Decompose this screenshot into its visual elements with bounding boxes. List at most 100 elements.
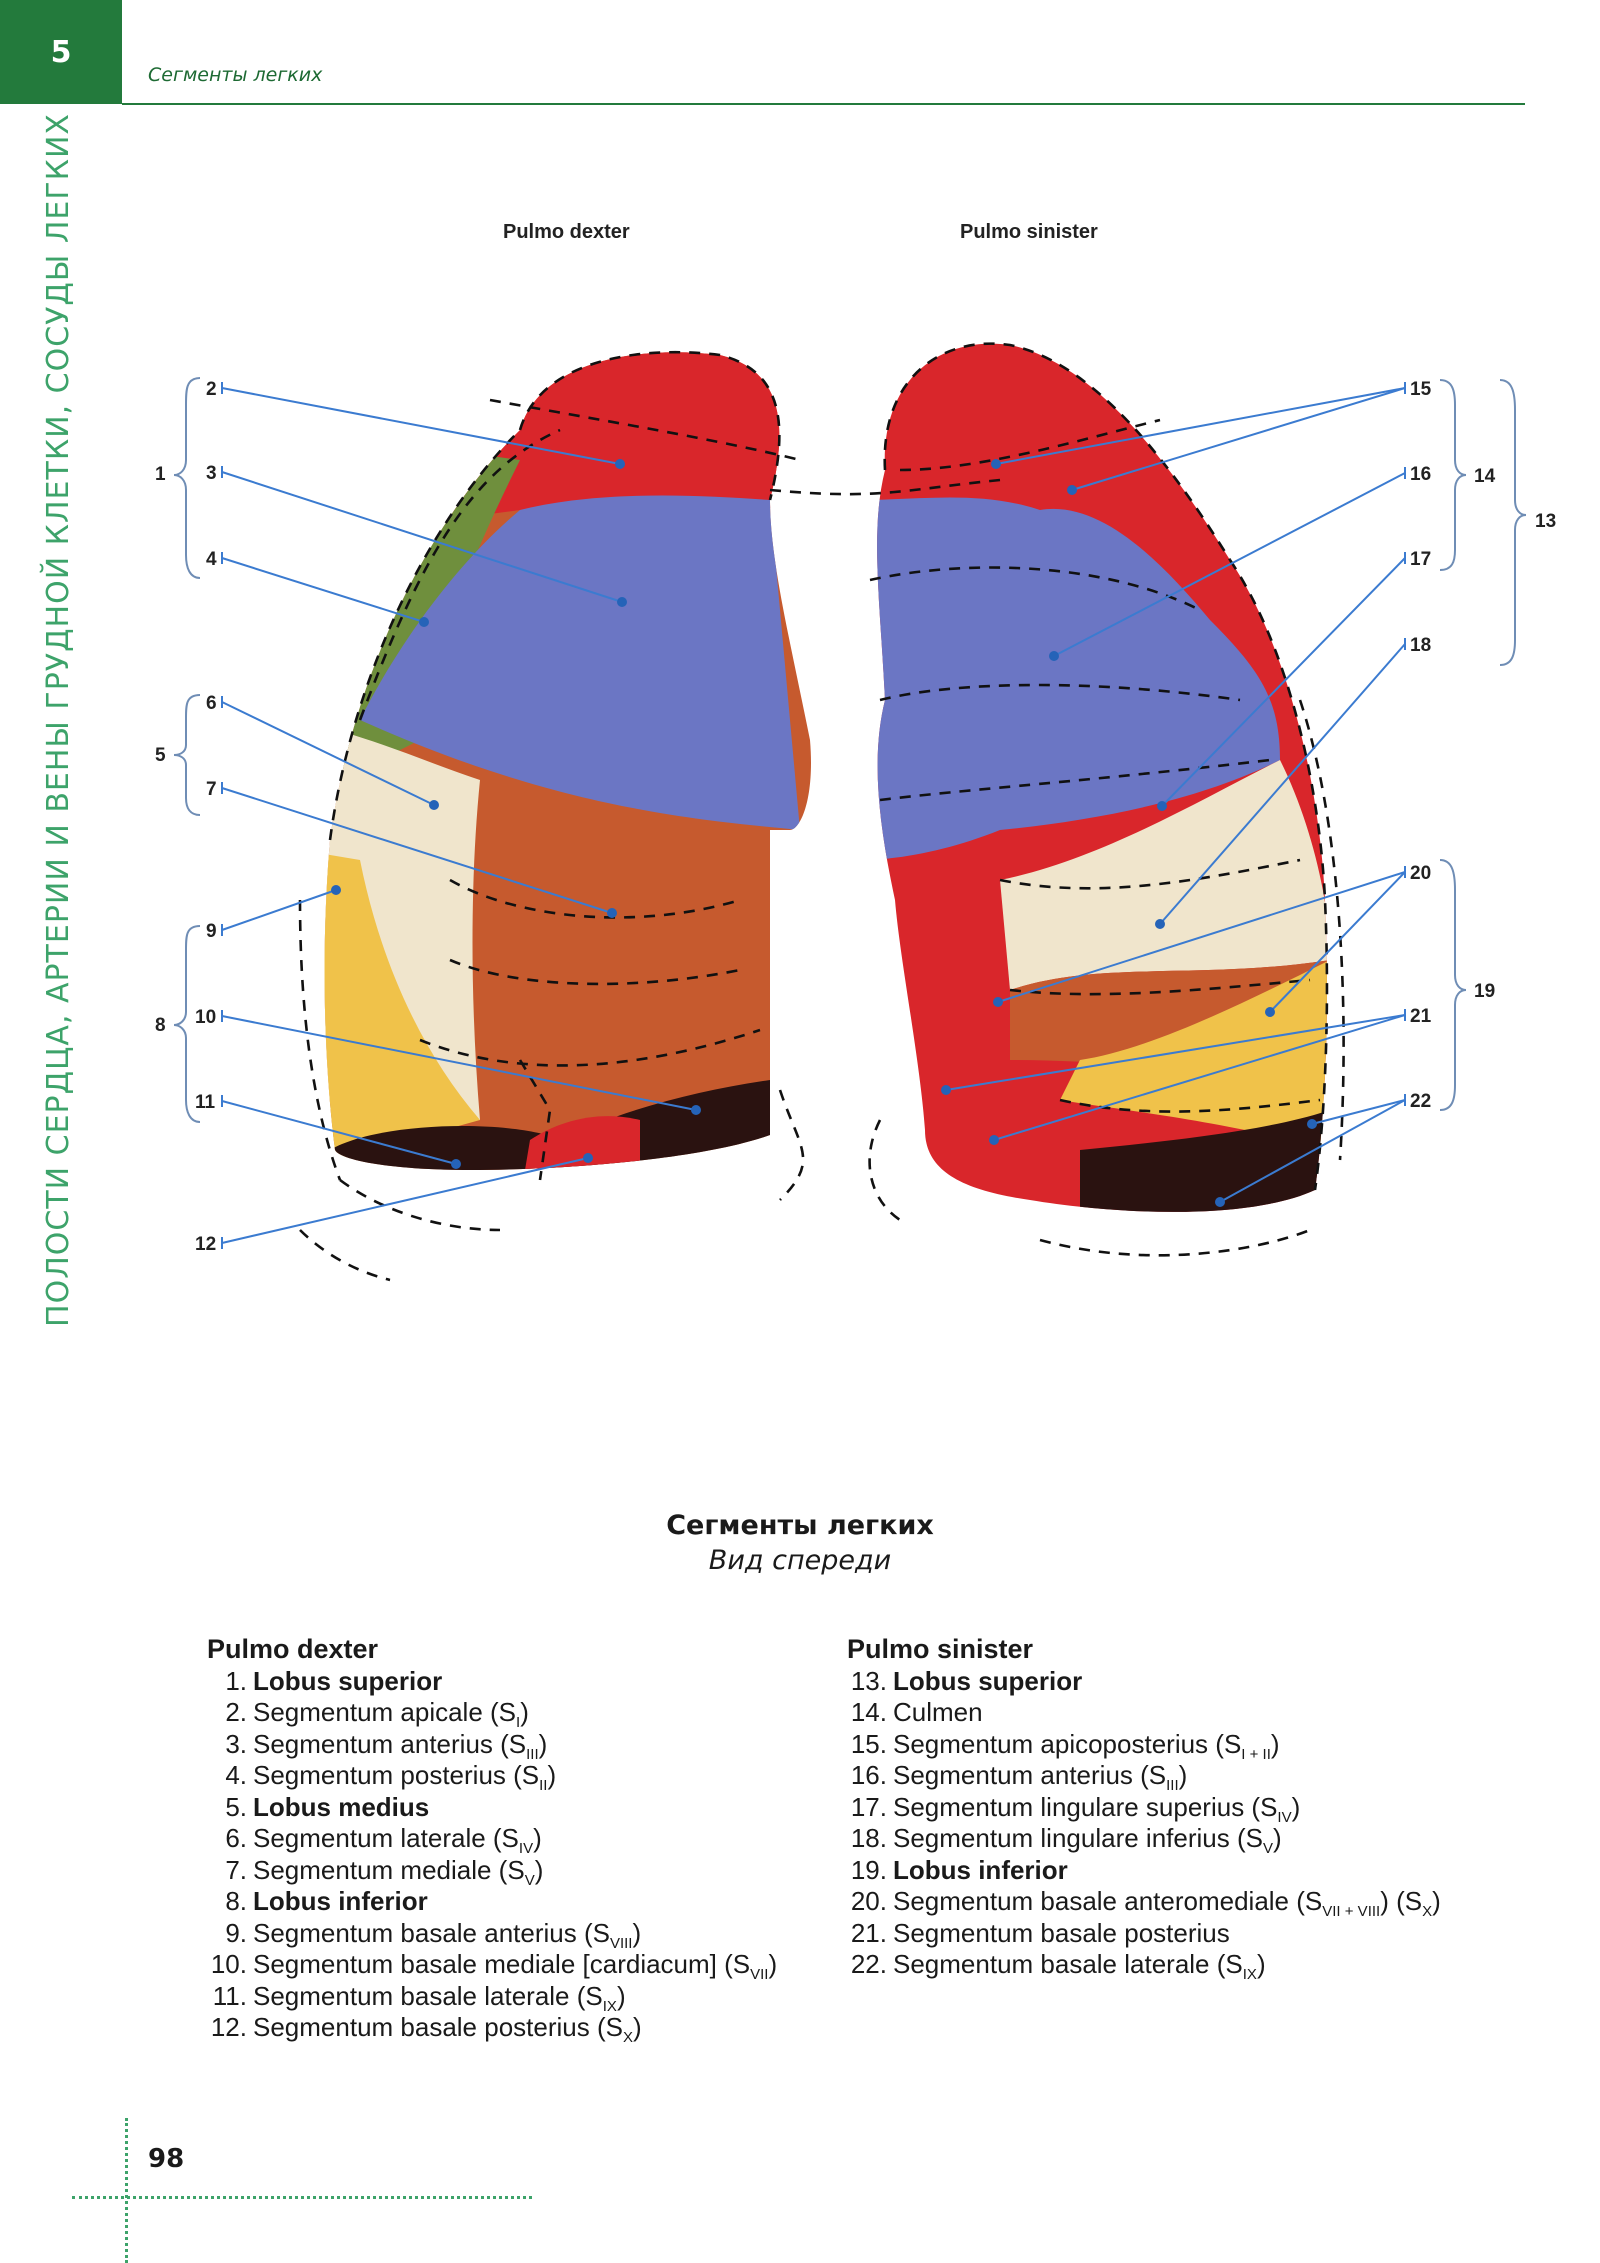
legend-item-number: 22. — [850, 1949, 887, 1979]
legend-item: 22.Segmentum basale laterale (SIX) — [847, 1949, 1441, 1984]
legend-item-text: Lobus superior — [253, 1665, 443, 1696]
legend-item-subscript: VII — [750, 1966, 769, 1984]
label-5: 5 — [155, 745, 166, 766]
legend-item-subscript: IX — [602, 1997, 617, 2015]
segment-basale-posterius — [520, 1116, 640, 1170]
legend-item-number: 20. — [850, 1886, 887, 1916]
legend-item-number: 7. — [225, 1854, 247, 1885]
legend-item-number: 15. — [850, 1728, 887, 1759]
legend-item-number: 9. — [225, 1917, 247, 1948]
legend-item-text: Culmen — [893, 1697, 983, 1727]
legend-item-text: Segmentum basale laterale (S — [253, 1980, 603, 2011]
label-11: 11 — [195, 1092, 216, 1113]
leaders-left — [221, 382, 701, 1249]
legend-item-text: Lobus inferior — [253, 1886, 428, 1916]
legend-item-text: Segmentum basale anteromediale (S — [893, 1886, 1323, 1916]
legend-item: 7.Segmentum mediale (SV) — [207, 1854, 777, 1889]
legend-item-number: 13. — [850, 1665, 887, 1696]
legend-item-text: Segmentum laterale (S — [253, 1823, 519, 1853]
legend-item-subscript: II — [539, 1777, 548, 1795]
label-3: 3 — [206, 463, 217, 484]
header-rule — [122, 103, 1525, 105]
legend-item-number: 5. — [225, 1791, 247, 1822]
legend-item-text: Segmentum apicoposterius (S — [893, 1728, 1242, 1759]
legend-item-text: Lobus inferior — [893, 1854, 1068, 1885]
label-15: 15 — [1410, 379, 1432, 400]
legend-item: 9.Segmentum basale anterius (SVIII) — [207, 1917, 777, 1952]
footer-dotted-rule — [72, 2196, 532, 2199]
legend-item-number: 8. — [225, 1886, 247, 1916]
legend-item-text: Segmentum basale laterale (S — [893, 1949, 1243, 1979]
legend-item-tail: ) — [1270, 1728, 1280, 1759]
left-lung — [877, 343, 1327, 1212]
segment-basale-laterale-sin — [1080, 1110, 1327, 1212]
legend-item-tail: ) — [520, 1697, 529, 1727]
legend-item-tail: ) — [1178, 1760, 1188, 1790]
legend-item-subscript: V — [524, 1871, 535, 1889]
legend-item-text: Segmentum lingulare superius (S — [893, 1791, 1278, 1822]
legend-item: 11.Segmentum basale laterale (SIX) — [207, 1980, 777, 2015]
legend-item: 13.Lobus superior — [847, 1666, 1441, 1698]
legend-item-text: Segmentum mediale (S — [253, 1854, 525, 1885]
pulmo-dexter-title: Pulmo dexter — [503, 221, 630, 243]
legend-item-tail: ) (S — [1380, 1886, 1423, 1916]
label-6: 6 — [206, 693, 217, 714]
legend-item-subscript: VII + VIII — [1322, 1903, 1381, 1921]
legend-item-text: Segmentum basale anterius (S — [253, 1917, 610, 1948]
label-braces — [173, 377, 1527, 1123]
label-9: 9 — [206, 921, 217, 942]
legend-item-tail: ) — [547, 1760, 557, 1790]
segment-boundaries — [298, 342, 1345, 1282]
legend-item-text: Lobus medius — [253, 1791, 430, 1822]
legend-item: 16.Segmentum anterius (SIII) — [847, 1760, 1441, 1793]
legend-item-text: Segmentum anterius (S — [253, 1728, 527, 1759]
legend-item-text: Segmentum basale posterius — [893, 1917, 1230, 1948]
label-14: 14 — [1474, 466, 1496, 487]
legend-item: 8.Lobus inferior — [207, 1886, 777, 1918]
label-17: 17 — [1410, 549, 1431, 570]
caption-title: Сегменты легких — [666, 1510, 934, 1541]
legend-item-subscript: X — [1422, 1903, 1433, 1921]
legend-item-tail: ) — [632, 2012, 642, 2042]
legend-item-tail: ) — [1291, 1791, 1301, 1822]
segment-lingulare-superius — [1000, 760, 1327, 990]
legend-item-number: 14. — [850, 1697, 887, 1727]
page-number: 98 — [148, 2144, 185, 2174]
segment-basale-anterius — [324, 850, 480, 1170]
legend-item-subscript: V — [1262, 1840, 1273, 1858]
legend-item-subscript: VIII — [609, 1934, 633, 1952]
label-16: 16 — [1410, 464, 1431, 485]
caption-subtitle: Вид спереди — [708, 1545, 892, 1576]
legend-item-text: Segmentum posterius (S — [253, 1760, 540, 1790]
legend-item-tail: ) — [533, 1823, 542, 1853]
label-8: 8 — [155, 1015, 166, 1036]
legend-item-number: 19. — [850, 1854, 887, 1885]
legend-item-number: 12. — [210, 2012, 247, 2042]
label-22: 22 — [1410, 1091, 1431, 1112]
legend-item-number: 10. — [210, 1949, 247, 1979]
segment-anterius — [360, 495, 800, 830]
legend-item-text: Segmentum lingulare inferius (S — [893, 1823, 1263, 1853]
legend-item-text: Segmentum anterius (S — [893, 1760, 1167, 1790]
legend-item-text: Segmentum basale mediale [cardiacum] (S — [253, 1949, 751, 1979]
legend-item-tail: ) — [1272, 1823, 1282, 1853]
label-4: 4 — [206, 549, 217, 570]
legend-item-subscript: I + II — [1241, 1745, 1271, 1763]
legend-heading: Pulmo dexter — [207, 1634, 379, 1664]
leaders-right — [941, 382, 1406, 1207]
legend-item-number: 18. — [850, 1823, 887, 1853]
legend-item-tail: ) — [538, 1728, 548, 1759]
label-1: 1 — [155, 464, 166, 485]
label-19: 19 — [1474, 981, 1495, 1002]
legend-item: 14.Culmen — [847, 1697, 1441, 1729]
legend-item-tail: ) — [768, 1949, 778, 1979]
legend-item: 1.Lobus superior — [207, 1666, 777, 1698]
legend-item-tail: ) — [616, 1980, 626, 2011]
legend-item-number: 21. — [850, 1917, 887, 1948]
legend-item: 12.Segmentum basale posterius (SX) — [207, 2012, 777, 2045]
legend-item-subscript: IX — [1242, 1966, 1257, 1984]
chapter-number-tab: 5 — [0, 0, 122, 104]
legend-item: 20.Segmentum basale anteromediale (SVII … — [847, 1886, 1441, 1921]
